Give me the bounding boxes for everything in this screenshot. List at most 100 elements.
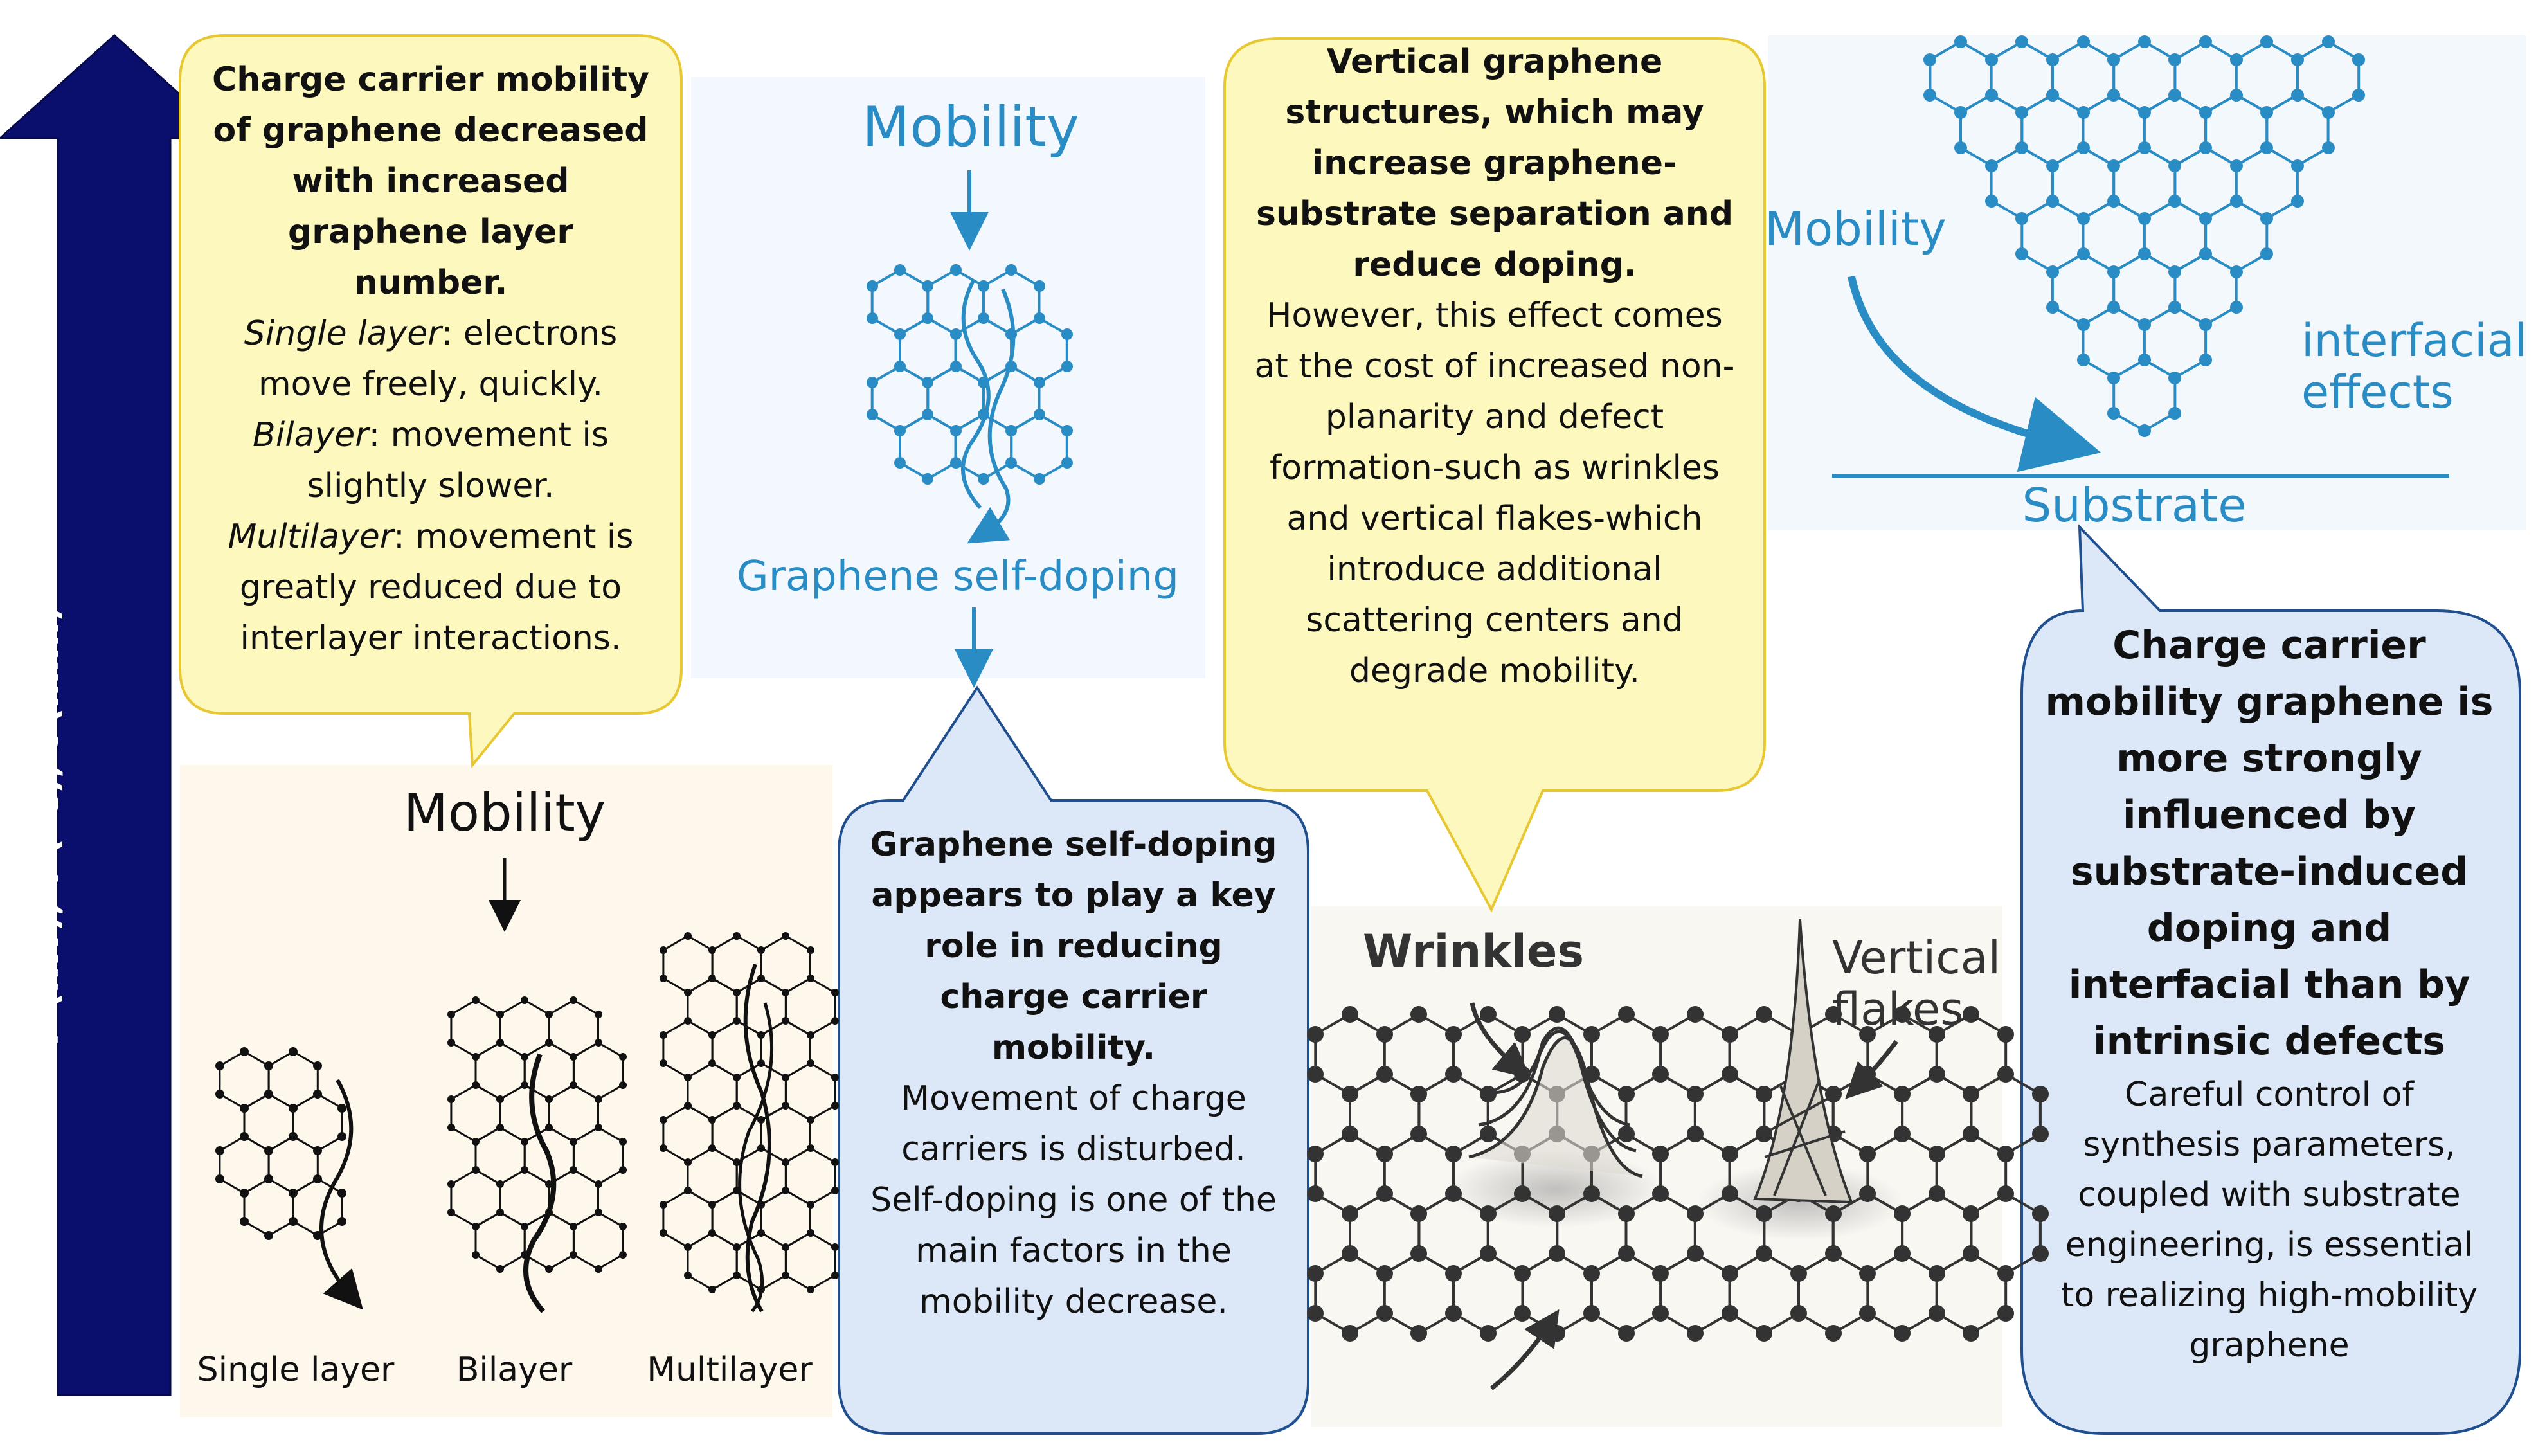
lattice-node bbox=[289, 1047, 298, 1056]
hex-cell bbox=[1383, 1012, 1455, 1096]
hex-cell bbox=[2235, 146, 2299, 220]
lattice-node bbox=[867, 280, 878, 292]
lattice-node bbox=[733, 1158, 741, 1166]
lattice-node bbox=[289, 1132, 298, 1141]
hex-cell bbox=[2112, 146, 2177, 220]
lattice-node bbox=[807, 1059, 814, 1067]
lattice-node bbox=[289, 1104, 298, 1113]
selfdoping-lattice bbox=[867, 264, 1073, 485]
lattice-node bbox=[1652, 1146, 1669, 1162]
lattice-node bbox=[1480, 1126, 1497, 1142]
lattice-node bbox=[2138, 212, 2151, 225]
lattice-node bbox=[1756, 1245, 1772, 1262]
lattice-node bbox=[782, 1074, 789, 1081]
lattice-node bbox=[950, 425, 962, 436]
lattice-node bbox=[1790, 1305, 1807, 1322]
lattice-node bbox=[782, 1243, 789, 1251]
lattice-node bbox=[2199, 318, 2212, 331]
lattice-node bbox=[1963, 1325, 1979, 1342]
lattice-node bbox=[1790, 1265, 1807, 1282]
lattice-node bbox=[1985, 195, 1998, 208]
lattice-node bbox=[545, 1039, 553, 1047]
lattice-node bbox=[595, 1095, 602, 1103]
lattice-node bbox=[1514, 1185, 1531, 1202]
hex-cell bbox=[2051, 146, 2116, 220]
lattice-node bbox=[1549, 1205, 1565, 1222]
lattice-node bbox=[708, 1201, 716, 1209]
lattice-node bbox=[1307, 1066, 1324, 1083]
lattice-node bbox=[240, 1047, 249, 1056]
lattice-node bbox=[2168, 89, 2181, 102]
lattice-node bbox=[922, 473, 933, 485]
lattice-node bbox=[496, 1180, 504, 1188]
lattice-node bbox=[1618, 1006, 1635, 1023]
hex-cell bbox=[2082, 93, 2146, 167]
hex-cell bbox=[474, 1211, 526, 1270]
lattice-node bbox=[215, 1146, 224, 1155]
hex-cell bbox=[2143, 199, 2208, 273]
callout-vertical: Vertical graphene structures, which may … bbox=[1254, 37, 1736, 697]
hex-cell bbox=[1693, 1072, 1766, 1156]
lattice-node bbox=[1376, 1265, 1393, 1282]
flakes-pointer-arrow bbox=[1845, 1039, 1898, 1099]
lattice-node bbox=[2322, 35, 2335, 48]
lattice-node bbox=[215, 1174, 224, 1183]
lattice-node bbox=[619, 1251, 627, 1259]
bottom-curved-arrow bbox=[1489, 1309, 1560, 1390]
lattice-node bbox=[1954, 141, 1967, 154]
lattice-node bbox=[2107, 195, 2120, 208]
hex-cell bbox=[687, 1062, 738, 1121]
lattice-node bbox=[619, 1223, 627, 1230]
lattice-node bbox=[2230, 195, 2243, 208]
lattice-node bbox=[1997, 1026, 2014, 1043]
lattice-node bbox=[1618, 1086, 1635, 1102]
lattice-node bbox=[2077, 354, 2090, 366]
hex-cell bbox=[711, 1104, 762, 1164]
callout-substrate-bubble bbox=[2020, 523, 2521, 1435]
callout-selfdoping-title: Graphene self-doping appears to play a k… bbox=[870, 825, 1277, 1067]
hex-cell bbox=[760, 1189, 811, 1248]
lattice-node bbox=[1929, 1265, 1945, 1282]
lattice-node bbox=[2260, 247, 2273, 260]
lattice-node bbox=[2077, 212, 2090, 225]
hex-cell bbox=[2265, 93, 2330, 167]
lattice-node bbox=[2046, 301, 2059, 314]
hex-cell bbox=[687, 1147, 738, 1206]
lattice-node bbox=[2168, 265, 2181, 278]
lattice-node bbox=[807, 1286, 814, 1293]
lattice-node bbox=[447, 1095, 455, 1103]
lattice-node bbox=[1583, 1185, 1600, 1202]
single-layer-path-arrow bbox=[319, 1079, 363, 1310]
lattice-node bbox=[2168, 301, 2181, 314]
hex-cell bbox=[1314, 1012, 1386, 1096]
wrinkles-lattice bbox=[1307, 1006, 2049, 1342]
lattice-node bbox=[1342, 1245, 1358, 1262]
hex-cell bbox=[899, 413, 957, 481]
lattice-node bbox=[1410, 1325, 1427, 1342]
lattice-node bbox=[2291, 159, 2304, 172]
multilayer-path-1 bbox=[743, 964, 771, 1313]
multilayer-lattice bbox=[660, 932, 839, 1293]
lattice-node bbox=[1480, 1086, 1497, 1102]
lattice-node bbox=[1929, 1305, 1945, 1322]
lattice-node bbox=[1445, 1066, 1462, 1083]
lattice-node bbox=[2168, 407, 2181, 420]
lattice-node bbox=[1549, 1245, 1565, 1262]
lattice-node bbox=[2046, 89, 2059, 102]
lattice-node bbox=[496, 1011, 504, 1018]
lattice-node bbox=[1342, 1086, 1358, 1102]
lattice-node bbox=[595, 1011, 602, 1018]
lattice-node bbox=[1445, 1185, 1462, 1202]
lattice-node bbox=[472, 1053, 480, 1061]
lattice-node bbox=[894, 264, 906, 276]
lattice-node bbox=[1722, 1146, 1738, 1162]
hex-cell bbox=[1797, 1252, 1869, 1335]
lattice-node bbox=[2107, 53, 2120, 66]
lattice-node bbox=[2138, 354, 2151, 366]
hex-cell bbox=[662, 1189, 714, 1248]
vertical-flakes-label: Vertical flakes bbox=[1832, 931, 2001, 1036]
lattice-node bbox=[1929, 1146, 1945, 1162]
lattice-node bbox=[733, 932, 741, 940]
lattice-node bbox=[782, 1102, 789, 1110]
